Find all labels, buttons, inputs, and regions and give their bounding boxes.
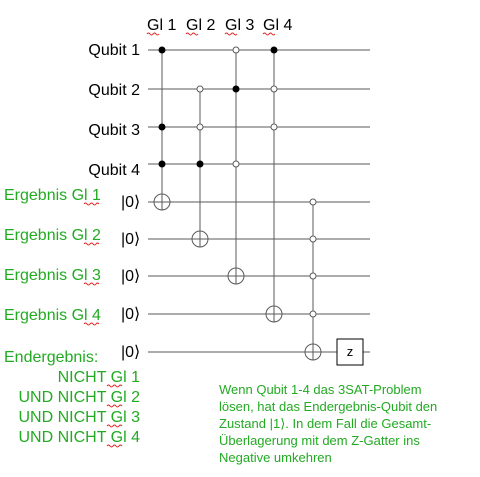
- cnot-target-1: [153, 193, 171, 211]
- ket-zero: |0⟩: [121, 194, 140, 211]
- z-gate: z: [336, 338, 364, 366]
- wires: [148, 49, 370, 353]
- control-dot-filled: [158, 123, 166, 131]
- spell-underline: [106, 404, 123, 408]
- spell-underline: [83, 202, 100, 206]
- qubit-label-2: Qubit 2: [88, 82, 140, 99]
- result-label-2: Ergebnis Gl 2: [4, 227, 101, 244]
- note-line-3: Zustand |1⟩. In dem Fall die Gesamt-: [219, 416, 431, 431]
- control-dot-open: [309, 198, 317, 206]
- control-dot-filled: [158, 160, 166, 168]
- final-result-block: Endergebnis: NICHT Gl 1 UND NICHT Gl 2 U…: [4, 349, 141, 448]
- final-label: Endergebnis:: [4, 349, 98, 366]
- note-line-5: Negative umkehren: [219, 450, 332, 465]
- qubit-labels: Qubit 1 Qubit 2 Qubit 3 Qubit 4: [88, 42, 140, 179]
- result-label-4: Ergebnis Gl 4: [4, 307, 101, 324]
- cnot-target-4: [265, 305, 283, 323]
- control-dot-open: [309, 272, 317, 280]
- spell-underline: [106, 384, 123, 388]
- final-condition-4: UND NICHT Gl 4: [19, 429, 141, 446]
- control-dot-open: [270, 123, 278, 131]
- control-dot-filled: [196, 160, 204, 168]
- spell-underline: [106, 424, 123, 428]
- qubit-label-3: Qubit 3: [88, 122, 140, 139]
- gate-headers: Gl 1 Gl 2 Gl 3 Gl 4: [146, 17, 292, 36]
- z-gate-box: [336, 338, 364, 366]
- gate-header-2: Gl 2: [186, 17, 215, 34]
- final-condition-3: UND NICHT Gl 3: [19, 409, 141, 426]
- controls: [158, 46, 317, 318]
- spell-underline: [262, 32, 276, 36]
- control-dot-open: [196, 85, 204, 93]
- control-dot-filled: [270, 46, 278, 54]
- spell-underline: [83, 242, 100, 246]
- qubit-label-1: Qubit 1: [88, 42, 140, 59]
- cnot-target-2: [191, 230, 209, 248]
- spell-underline: [185, 32, 199, 36]
- control-dot-open: [232, 160, 240, 168]
- ket-zero: |0⟩: [121, 231, 140, 248]
- spell-underline: [224, 32, 238, 36]
- explanation-note: Wenn Qubit 1-4 das 3SAT-Problem lösen, h…: [219, 382, 437, 465]
- control-dot-open: [309, 310, 317, 318]
- cnot-target-final: [304, 343, 322, 361]
- note-line-1: Wenn Qubit 1-4 das 3SAT-Problem: [219, 382, 422, 397]
- control-connectors: [161, 50, 314, 344]
- gate-header-4: Gl 4: [263, 17, 292, 34]
- note-line-4: Überlagerung mit dem Z-Gatter ins: [219, 433, 420, 448]
- control-dot-open: [309, 235, 317, 243]
- result-label-3: Ergebnis Gl 3: [4, 267, 101, 284]
- spell-underline: [146, 32, 160, 36]
- cnot-target-3: [227, 267, 245, 285]
- control-dot-open: [196, 123, 204, 131]
- gate-header-1: Gl 1: [147, 17, 176, 34]
- spell-underline: [83, 282, 100, 286]
- qubit-label-4: Qubit 4: [88, 162, 140, 179]
- final-condition-2: UND NICHT Gl 2: [19, 389, 141, 406]
- z-gate-label: z: [347, 344, 354, 359]
- result-label-1: Ergebnis Gl 1: [4, 187, 101, 204]
- ket-zero: |0⟩: [121, 306, 140, 323]
- gate-header-3: Gl 3: [225, 17, 254, 34]
- ket-zero: |0⟩: [121, 344, 140, 361]
- control-dot-open: [232, 46, 240, 54]
- control-dot-filled: [158, 46, 166, 54]
- targets: [153, 193, 322, 361]
- result-labels: Ergebnis Gl 1 Ergebnis Gl 2 Ergebnis Gl …: [4, 187, 101, 326]
- ket-zero: |0⟩: [121, 268, 140, 285]
- control-dot-open: [270, 85, 278, 93]
- final-condition-1: NICHT Gl 1: [58, 369, 140, 386]
- spell-underline: [106, 444, 123, 448]
- note-line-2: lösen, hat das Endergebnis-Qubit den: [219, 399, 437, 414]
- spell-underline: [83, 322, 100, 326]
- initial-states: |0⟩ |0⟩ |0⟩ |0⟩ |0⟩: [121, 194, 140, 361]
- control-dot-filled: [232, 85, 240, 93]
